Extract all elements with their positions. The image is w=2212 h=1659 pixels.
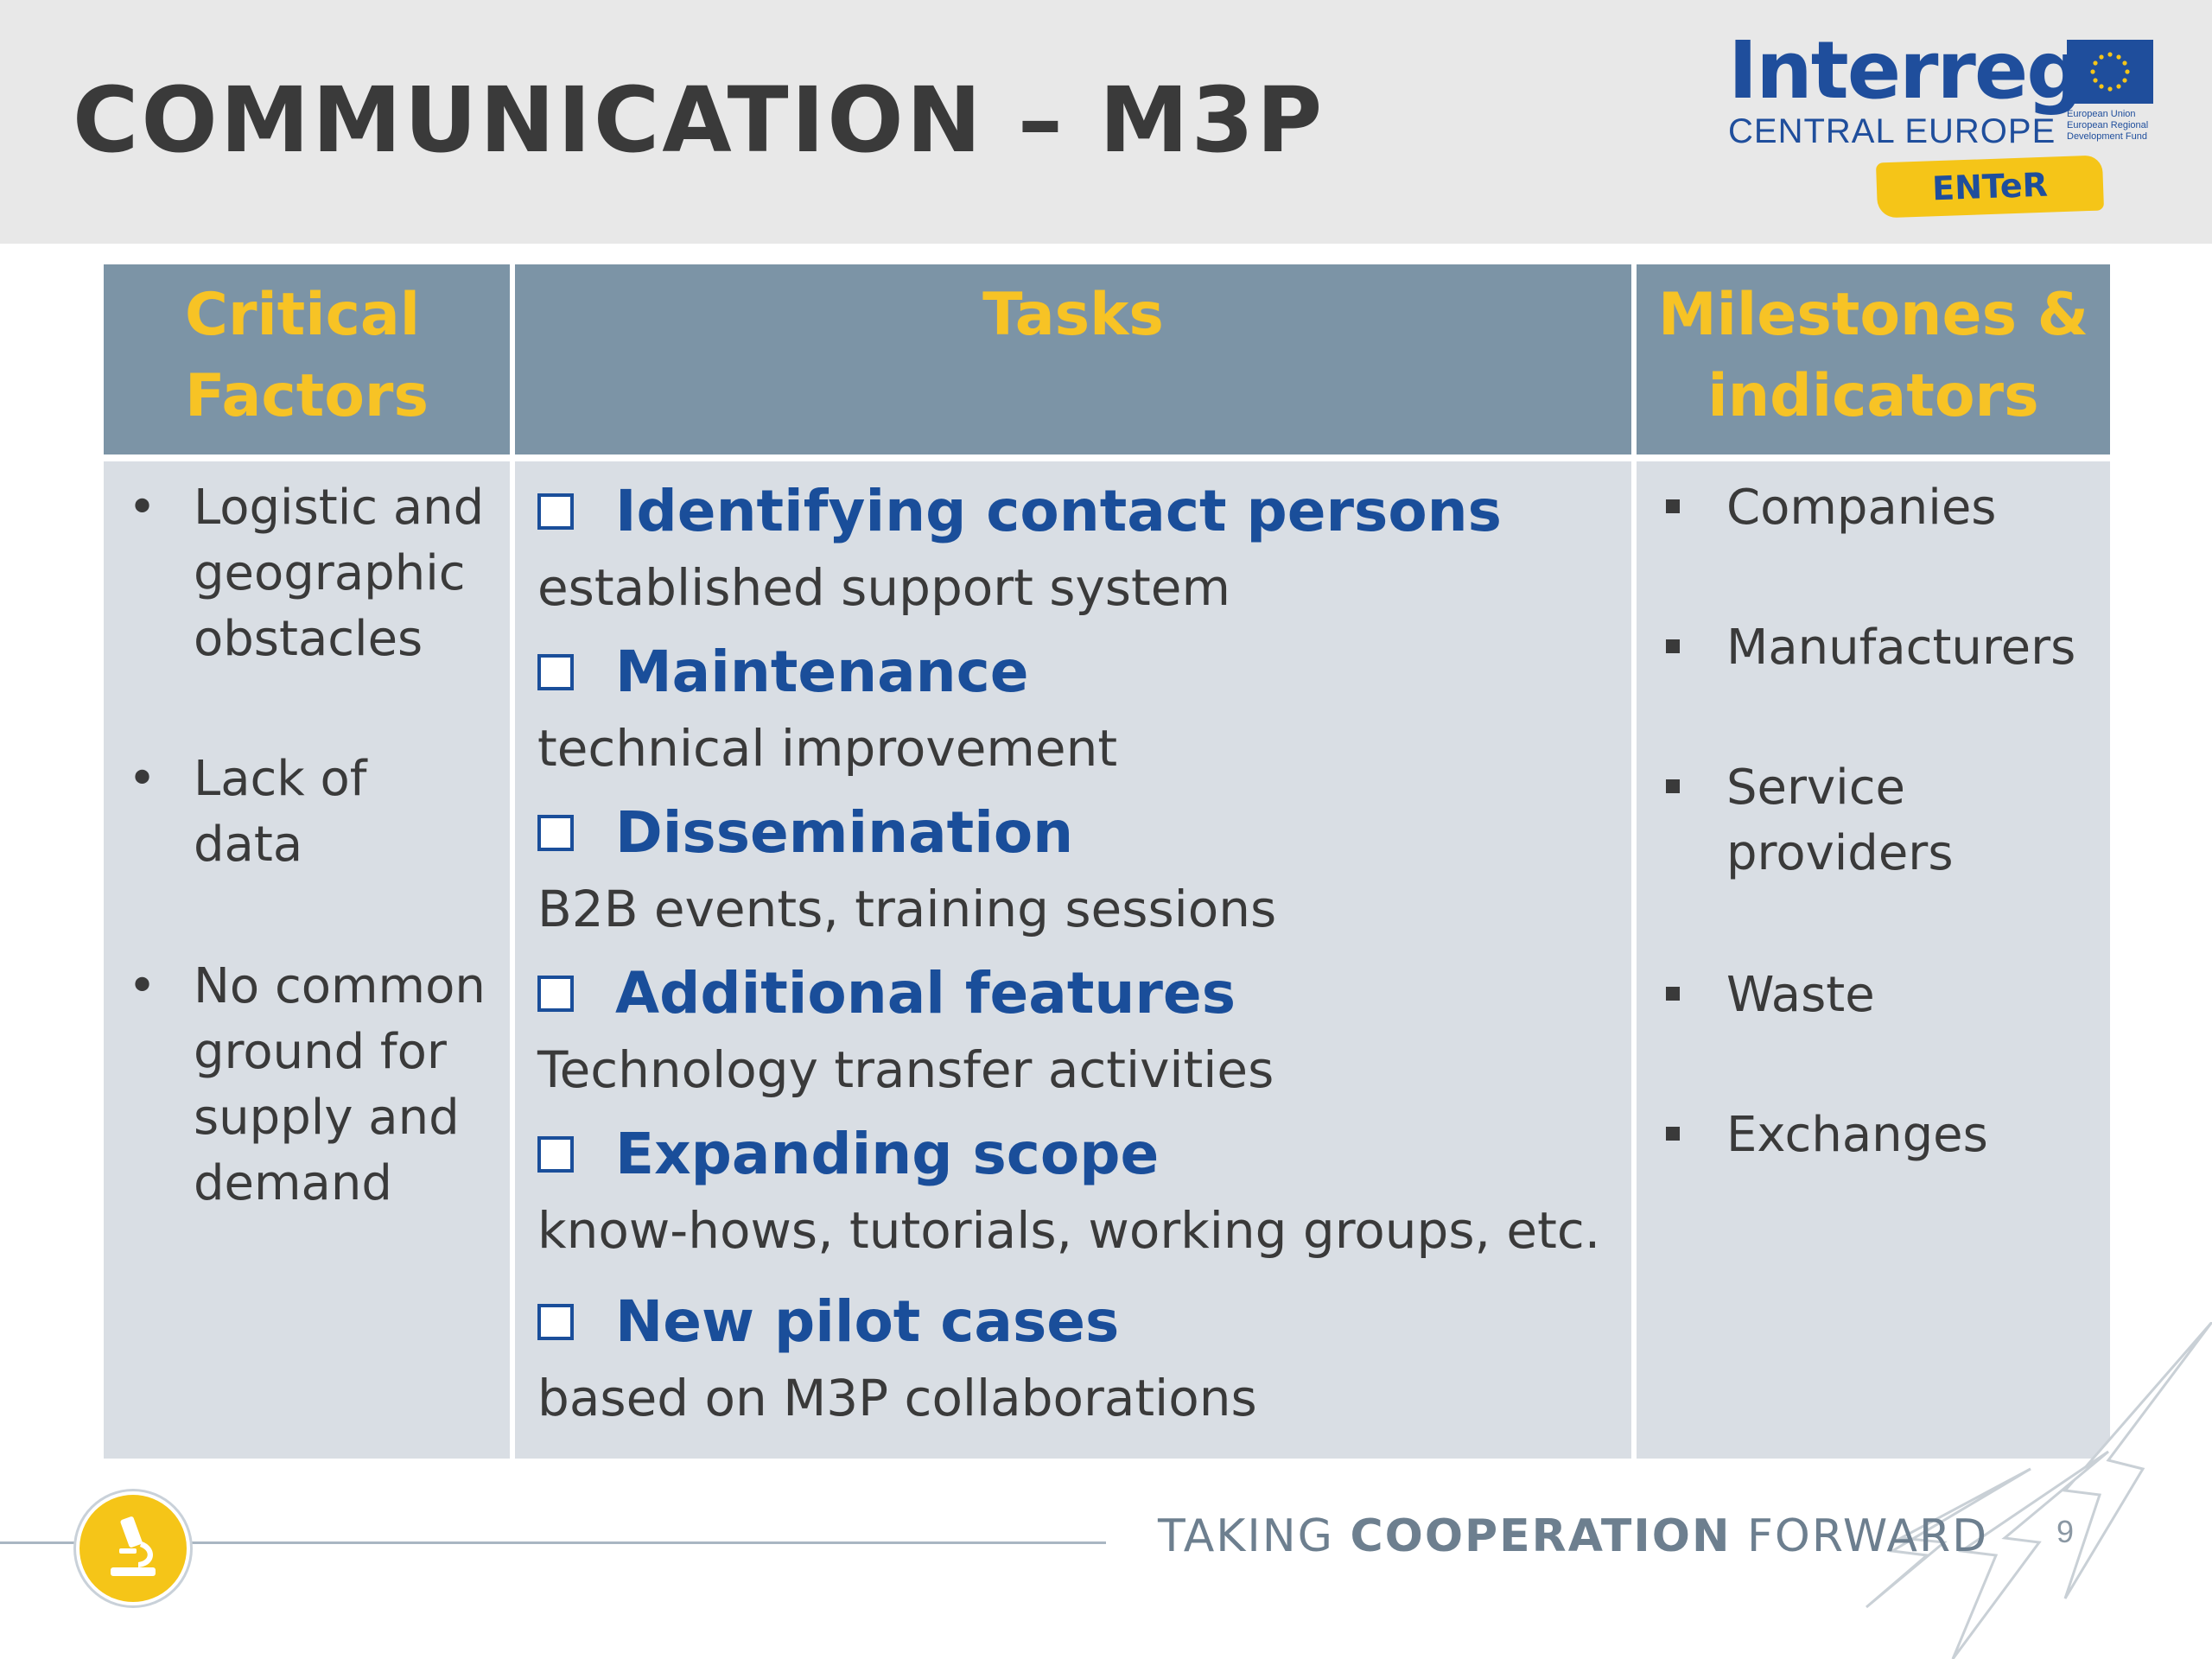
tagline-part: TAKING bbox=[1158, 1510, 1351, 1562]
task-item: New pilot cases based on M3P collaborati… bbox=[537, 1287, 1626, 1431]
checkbox-icon bbox=[537, 493, 574, 530]
square-bullet-icon bbox=[1666, 987, 1680, 1001]
interreg-logo: Interreg CENTRAL EUROPE European Union E… bbox=[1719, 24, 2169, 232]
enter-project-badge: ENTeR bbox=[1875, 155, 2105, 219]
bullet-icon: • bbox=[128, 480, 157, 536]
bullet-icon: • bbox=[128, 958, 157, 1014]
header-line: Critical bbox=[185, 281, 421, 349]
critical-factor-item: • No common ground for supply and demand bbox=[128, 954, 505, 1217]
eu-text-line: European Regional bbox=[2067, 120, 2149, 130]
critical-factors-cell: • Logistic and geographic obstacles • La… bbox=[104, 461, 510, 1459]
logo-wordmark: Interreg bbox=[1728, 24, 2083, 117]
factor-line: Logistic and bbox=[194, 480, 485, 536]
factor-line: data bbox=[194, 817, 303, 873]
task-title: Identifying contact persons bbox=[615, 478, 1502, 544]
task-description: know-hows, tutorials, working groups, et… bbox=[537, 1201, 1601, 1260]
checkbox-icon bbox=[537, 1304, 574, 1340]
eu-fund-text: European Union European Regional Develop… bbox=[2067, 109, 2162, 143]
task-description: based on M3P collaborations bbox=[537, 1369, 1257, 1427]
task-title: Expanding scope bbox=[615, 1121, 1160, 1187]
tasks-cell: Identifying contact persons established … bbox=[515, 461, 1631, 1459]
factor-line: obstacles bbox=[194, 611, 423, 667]
eu-text-line: Development Fund bbox=[2067, 131, 2147, 142]
task-item: Maintenance technical improvement bbox=[537, 638, 1626, 781]
square-bullet-icon bbox=[1666, 1127, 1680, 1141]
header-tasks: Tasks bbox=[515, 264, 1631, 454]
task-item: Dissemination B2B events, training sessi… bbox=[537, 798, 1626, 942]
task-item: Additional features Technology transfer … bbox=[537, 959, 1626, 1103]
task-description: technical improvement bbox=[537, 719, 1118, 778]
page-number: 9 bbox=[2056, 1514, 2075, 1549]
factor-line: No common bbox=[194, 958, 486, 1014]
milestone-line: Waste bbox=[1726, 967, 1875, 1023]
factor-line: supply and bbox=[194, 1090, 460, 1146]
milestone-line: Service bbox=[1726, 760, 1905, 816]
milestone-line: Companies bbox=[1726, 480, 1997, 536]
square-bullet-icon bbox=[1666, 639, 1680, 653]
logo-region: CENTRAL EUROPE bbox=[1728, 112, 2056, 150]
milestone-line: Manufacturers bbox=[1726, 620, 2076, 676]
milestones-cell: Companies Manufacturers Service provider… bbox=[1637, 461, 2110, 1459]
header-line: indicators bbox=[1707, 362, 2039, 430]
milestone-item: Service providers bbox=[1666, 755, 2107, 887]
footer-tagline: TAKING COOPERATION FORWARD bbox=[1158, 1510, 1988, 1562]
task-title: Maintenance bbox=[615, 639, 1029, 705]
task-title: Dissemination bbox=[615, 799, 1074, 866]
factor-line: Lack of bbox=[194, 751, 367, 807]
header-critical-factors: Critical Factors bbox=[104, 264, 510, 454]
eu-text-line: European Union bbox=[2067, 109, 2136, 119]
task-title: New pilot cases bbox=[615, 1288, 1120, 1355]
factor-line: ground for bbox=[194, 1024, 447, 1080]
critical-factor-item: • Logistic and geographic obstacles bbox=[128, 475, 505, 672]
tagline-bold: COOPERATION bbox=[1350, 1510, 1732, 1562]
checkbox-icon bbox=[537, 654, 574, 690]
m3p-table: Critical Factors Tasks Milestones & indi… bbox=[104, 264, 2110, 1459]
task-description: Technology transfer activities bbox=[537, 1040, 1274, 1099]
eu-flag-icon bbox=[2067, 40, 2153, 104]
milestone-line: Exchanges bbox=[1726, 1107, 1988, 1163]
footer-divider bbox=[0, 1541, 1106, 1544]
task-item: Expanding scope know-hows, tutorials, wo… bbox=[537, 1120, 1626, 1263]
milestone-item: Exchanges bbox=[1666, 1103, 2107, 1168]
checkbox-icon bbox=[537, 1136, 574, 1173]
header-band bbox=[0, 0, 2212, 244]
header-milestones: Milestones & indicators bbox=[1637, 264, 2110, 454]
square-bullet-icon bbox=[1666, 499, 1680, 513]
header-line: Factors bbox=[185, 362, 429, 430]
milestone-item: Manufacturers bbox=[1666, 615, 2107, 681]
arrows-decoration bbox=[1866, 1322, 2212, 1659]
factor-line: geographic bbox=[194, 545, 466, 601]
microscope-icon bbox=[76, 1491, 190, 1605]
critical-factor-item: • Lack of data bbox=[128, 747, 505, 878]
checkbox-icon bbox=[537, 815, 574, 851]
milestone-line: providers bbox=[1726, 825, 1954, 881]
task-description: B2B events, training sessions bbox=[537, 880, 1277, 938]
header-line: Milestones & bbox=[1657, 281, 2089, 349]
header-line: Tasks bbox=[982, 281, 1164, 349]
tagline-part: FORWARD bbox=[1731, 1510, 1989, 1562]
task-description: established support system bbox=[537, 558, 1230, 617]
square-bullet-icon bbox=[1666, 779, 1680, 793]
slide-title: COMMUNICATION – M3P bbox=[73, 67, 1325, 173]
task-item: Identifying contact persons established … bbox=[537, 477, 1626, 620]
milestone-item: Waste bbox=[1666, 963, 2107, 1028]
task-title: Additional features bbox=[615, 960, 1236, 1027]
bullet-icon: • bbox=[128, 751, 157, 807]
milestone-item: Companies bbox=[1666, 475, 2107, 541]
factor-line: demand bbox=[194, 1155, 392, 1211]
checkbox-icon bbox=[537, 976, 574, 1012]
